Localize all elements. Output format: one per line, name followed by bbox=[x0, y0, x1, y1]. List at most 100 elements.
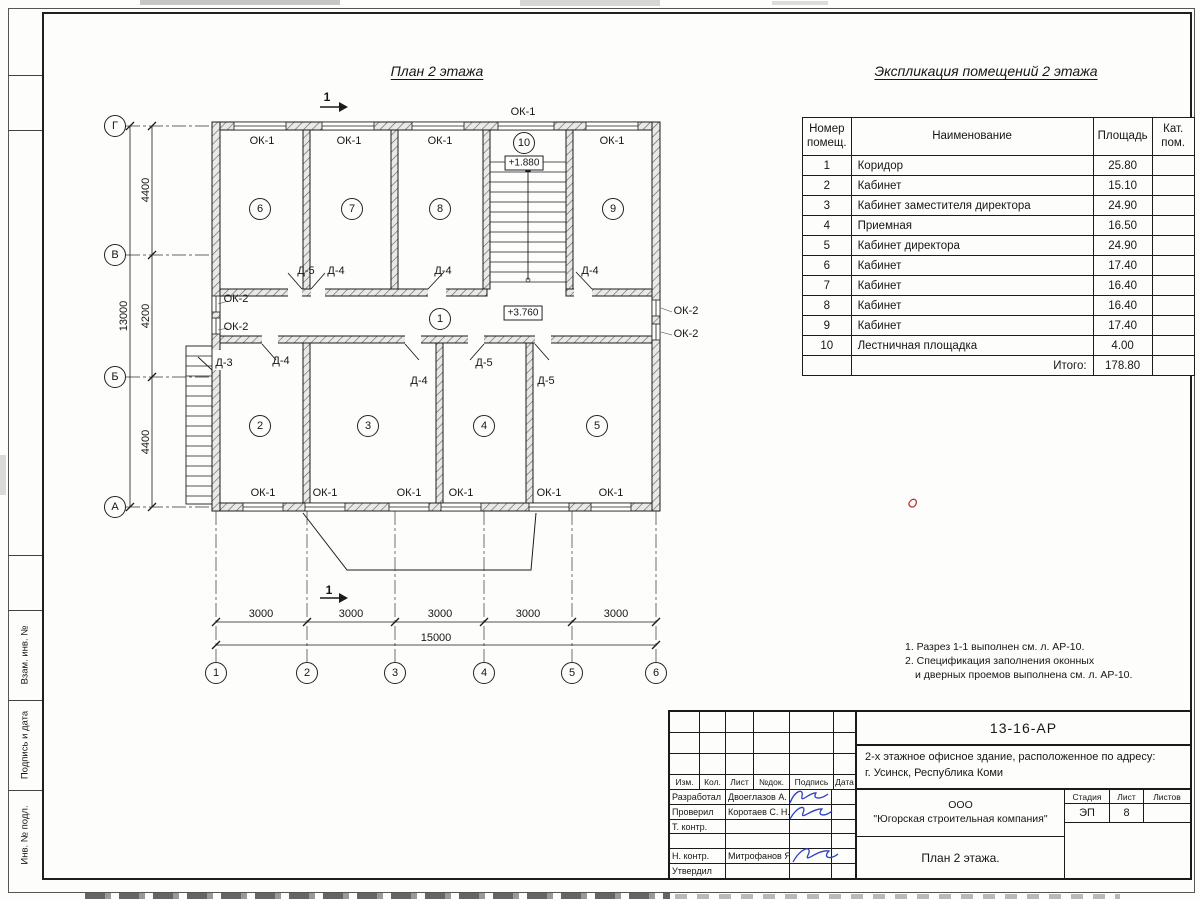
dimension-label: 3000 bbox=[603, 608, 629, 620]
tb-col-list: Лист bbox=[726, 775, 754, 789]
stamp-podpis-data: Подпись и дата bbox=[19, 710, 31, 780]
sheets-label: Листов bbox=[1153, 791, 1181, 802]
tb-role-label: Т. контр. bbox=[670, 819, 726, 834]
tb-empty-row bbox=[670, 754, 855, 775]
title-block: Изм. Кол. Лист №док. Подпись Дата Разраб… bbox=[668, 710, 1192, 880]
room-number-circle: 10 bbox=[513, 132, 535, 154]
opening-label: ОК-2 bbox=[223, 321, 249, 333]
scan-artifact bbox=[140, 0, 340, 5]
plan-title: План 2 этажа bbox=[390, 63, 484, 79]
cell-room-number: 4 bbox=[802, 215, 852, 236]
tb-stage-column: Стадия Лист Листов ЭП 8 bbox=[1065, 790, 1190, 878]
tb-stage-header: Стадия Лист Листов bbox=[1065, 790, 1190, 804]
cell-room-area: 24.90 bbox=[1092, 195, 1153, 216]
cell-room-cat bbox=[1151, 295, 1195, 316]
dimension-label: 3000 bbox=[515, 608, 541, 620]
margin-divider bbox=[8, 130, 42, 131]
axis-circle: А bbox=[104, 496, 126, 518]
dimension-label: 3000 bbox=[427, 608, 453, 620]
room-number-circle: 1 bbox=[429, 308, 451, 330]
cell-room-cat bbox=[1151, 175, 1195, 196]
opening-label: ОК-1 bbox=[536, 487, 562, 499]
tb-col-ndoc: №док. bbox=[754, 775, 790, 789]
table-row: 10 Лестничная площадка 4.00 bbox=[802, 335, 1195, 356]
cell-room-cat bbox=[1151, 215, 1195, 236]
scan-artifact bbox=[0, 455, 6, 495]
axis-lines bbox=[126, 125, 657, 662]
room-number-circle: 7 bbox=[341, 198, 363, 220]
axis-circle: 6 bbox=[645, 662, 667, 684]
cell-room-name: Кабинет bbox=[850, 255, 1094, 276]
cell-room-name: Кабинет bbox=[850, 295, 1094, 316]
table-row: 8 Кабинет 16.40 bbox=[802, 295, 1195, 316]
cell-room-number: 6 bbox=[802, 255, 852, 276]
dimension-total-left: 13000 bbox=[118, 300, 130, 332]
stamp-vzam-inv: Взам. инв. № bbox=[19, 625, 31, 685]
project-description-line1: 2-х этажное офисное здание, расположенно… bbox=[865, 751, 1156, 763]
tb-role-label: Разработал bbox=[670, 790, 726, 804]
dimension-label: 3000 bbox=[338, 608, 364, 620]
signatures bbox=[786, 786, 846, 878]
tb-role-label bbox=[670, 834, 726, 849]
cell-room-number: 7 bbox=[802, 275, 852, 296]
cell-room-name: Кабинет bbox=[850, 275, 1094, 296]
sheets-value bbox=[1144, 804, 1190, 822]
cell-room-number: 10 bbox=[802, 335, 852, 356]
note-line-2: 2. Спецификация заполнения оконных bbox=[905, 655, 1095, 668]
cell-room-area: 4.00 bbox=[1092, 335, 1153, 356]
cell-room-number: 1 bbox=[802, 155, 852, 176]
table-total-row: Итого: 178.80 bbox=[802, 355, 1195, 376]
section-mark-label: 1 bbox=[325, 583, 333, 597]
table-row: 1 Коридор 25.80 bbox=[802, 155, 1195, 176]
opening-label: ОК-1 bbox=[599, 135, 625, 147]
scan-artifact bbox=[675, 894, 1120, 899]
note-line-1: 1. Разрез 1-1 выполнен см. л. АР-10. bbox=[905, 641, 1085, 653]
col-header-cat: Кат. пом. bbox=[1151, 117, 1195, 156]
total-value: 178.80 bbox=[1092, 355, 1153, 376]
sheet-outer-frame bbox=[8, 8, 1195, 893]
opening-label: ОК-2 bbox=[673, 305, 699, 317]
red-scan-mark bbox=[908, 498, 918, 508]
tb-role-name bbox=[726, 819, 790, 834]
stamp-inv-podl: Инв. № подл. bbox=[19, 805, 31, 865]
tb-roles: Разработал Двоеглазов А. В. Проверил Кор… bbox=[670, 790, 855, 878]
cell-room-area: 16.40 bbox=[1092, 275, 1153, 296]
tb-stage-rest bbox=[1065, 823, 1190, 878]
cell-room-name: Коридор bbox=[850, 155, 1094, 176]
room-number-circle: 4 bbox=[473, 415, 495, 437]
cell-room-area: 24.90 bbox=[1092, 235, 1153, 256]
elevation-mark: +1.880 bbox=[504, 155, 544, 171]
margin-divider bbox=[8, 700, 42, 701]
tb-role-name: Коротаев С. Н. bbox=[728, 804, 790, 819]
dimension-lines bbox=[125, 121, 661, 650]
tb-signature-cell bbox=[790, 790, 832, 804]
sheet-label: Лист bbox=[1110, 790, 1144, 803]
tb-role-row: Утвердил bbox=[670, 864, 855, 878]
axis-circle: Б bbox=[104, 366, 126, 388]
axis-circle: 1 bbox=[205, 662, 227, 684]
sheet-value: 8 bbox=[1110, 804, 1144, 822]
opening-label: Д-5 bbox=[475, 357, 493, 369]
tb-role-row: Разработал Двоеглазов А. В. bbox=[670, 790, 855, 805]
col-header-num: Номер помещ. bbox=[802, 117, 852, 156]
table-row: 4 Приемная 16.50 bbox=[802, 215, 1195, 236]
sheet-inner-frame bbox=[42, 12, 1192, 880]
dimension-label: 3000 bbox=[248, 608, 274, 620]
tb-col-kol: Кол. bbox=[700, 775, 726, 789]
tb-bottom: ООО "Югорская строительная компания" Пла… bbox=[857, 790, 1190, 878]
tb-role-name bbox=[726, 834, 790, 849]
project-description: 2-х этажное офисное здание, расположенно… bbox=[857, 746, 1190, 790]
table-row: 5 Кабинет директора 24.90 bbox=[802, 235, 1195, 256]
stairs-left bbox=[185, 345, 213, 505]
cell-room-cat bbox=[1151, 195, 1195, 216]
stage-value: ЭП bbox=[1065, 804, 1110, 822]
margin-divider bbox=[8, 75, 42, 76]
tb-role-name: Двоеглазов А. В. bbox=[726, 790, 790, 804]
cell-room-cat bbox=[1151, 315, 1195, 336]
company-name-line2: "Югорская строительная компания" bbox=[873, 813, 1048, 825]
axis-circle: В bbox=[104, 244, 126, 266]
cell-room-name: Лестничная площадка bbox=[850, 335, 1094, 356]
